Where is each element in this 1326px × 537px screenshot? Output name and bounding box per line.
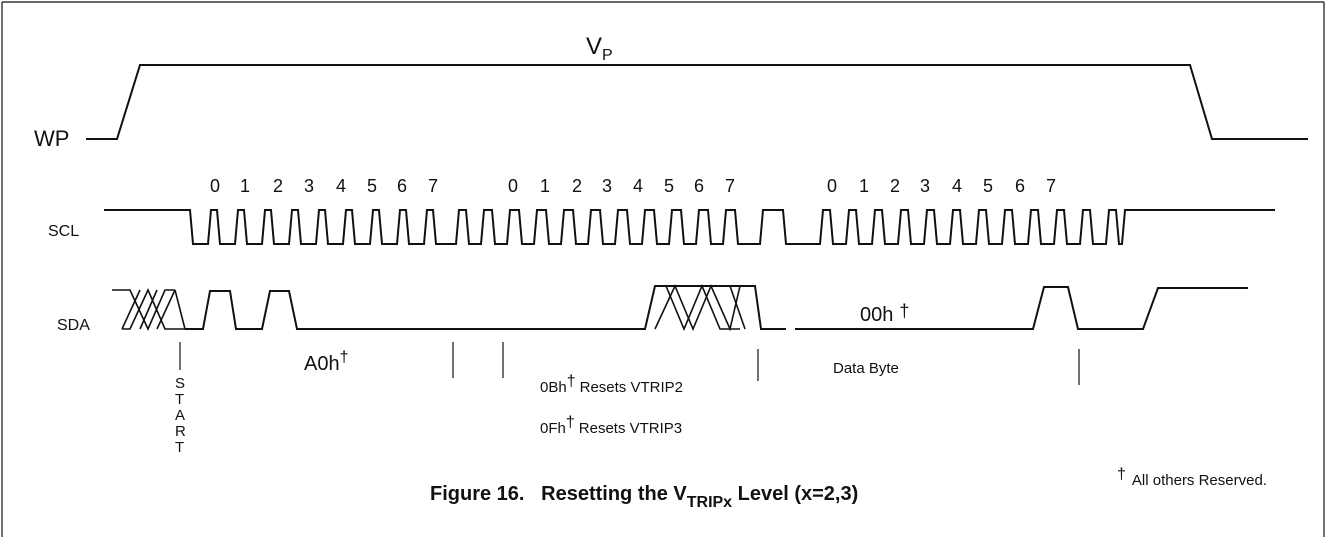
wp-label: WP: [34, 126, 69, 151]
scl-bit-label: 7: [1046, 176, 1056, 196]
scl-bit-labels-group1: 0 1 2 3 4 5 6 7: [210, 176, 438, 196]
scl-bit-label: 7: [428, 176, 438, 196]
scl-bit-label: 0: [508, 176, 518, 196]
start-letter: T: [175, 439, 184, 456]
byte3-label: 00h†: [860, 301, 909, 326]
sda-waveform: [185, 285, 786, 330]
scl-bit-label: 0: [827, 176, 837, 196]
byte1-label: A0h†: [304, 349, 349, 375]
start-label: S T A R T: [175, 375, 186, 456]
wp-waveform: [86, 64, 1308, 140]
scl-bit-label: 4: [336, 176, 346, 196]
figure-caption: Figure 16. Resetting the VTRIPx Level (x…: [430, 483, 858, 511]
sda-start-crosshatch: [112, 288, 186, 331]
sda-data-crosshatch: [654, 283, 746, 332]
vp-label: VP: [586, 33, 613, 64]
scl-waveform: [104, 209, 1275, 245]
scl-bit-label: 6: [694, 176, 704, 196]
start-letter: R: [175, 423, 186, 440]
sda-waveform-tail: [795, 286, 1248, 330]
start-letter: T: [175, 391, 184, 408]
scl-bit-label: 5: [367, 176, 377, 196]
scl-bit-labels-group2: 0 1 2 3 4 5 6 7: [508, 176, 735, 196]
scl-bit-label: 4: [952, 176, 962, 196]
byte2-line1: 0Bh†Resets VTRIP2: [540, 373, 683, 396]
scl-bit-label: 5: [983, 176, 993, 196]
scl-bit-label: 0: [210, 176, 220, 196]
footnote: †All others Reserved.: [1117, 466, 1267, 489]
start-letter: A: [175, 407, 185, 424]
scl-bit-labels-group3: 0 1 2 3 4 5 6 7: [827, 176, 1056, 196]
scl-bit-label: 2: [890, 176, 900, 196]
scl-bit-label: 2: [572, 176, 582, 196]
scl-bit-label: 2: [273, 176, 283, 196]
byte3-description: Data Byte: [833, 360, 899, 377]
scl-label: SCL: [48, 223, 79, 240]
scl-bit-label: 1: [859, 176, 869, 196]
scl-bit-label: 3: [602, 176, 612, 196]
scl-bit-label: 6: [1015, 176, 1025, 196]
scl-bit-label: 1: [540, 176, 550, 196]
scl-bit-label: 7: [725, 176, 735, 196]
scl-bit-label: 6: [397, 176, 407, 196]
scl-bit-label: 3: [304, 176, 314, 196]
scl-bit-label: 4: [633, 176, 643, 196]
scl-bit-label: 1: [240, 176, 250, 196]
start-letter: S: [175, 375, 185, 392]
scl-bit-label: 3: [920, 176, 930, 196]
sda-label: SDA: [57, 317, 90, 334]
scl-bit-label: 5: [664, 176, 674, 196]
byte2-line2: 0Fh†Resets VTRIP3: [540, 414, 682, 437]
